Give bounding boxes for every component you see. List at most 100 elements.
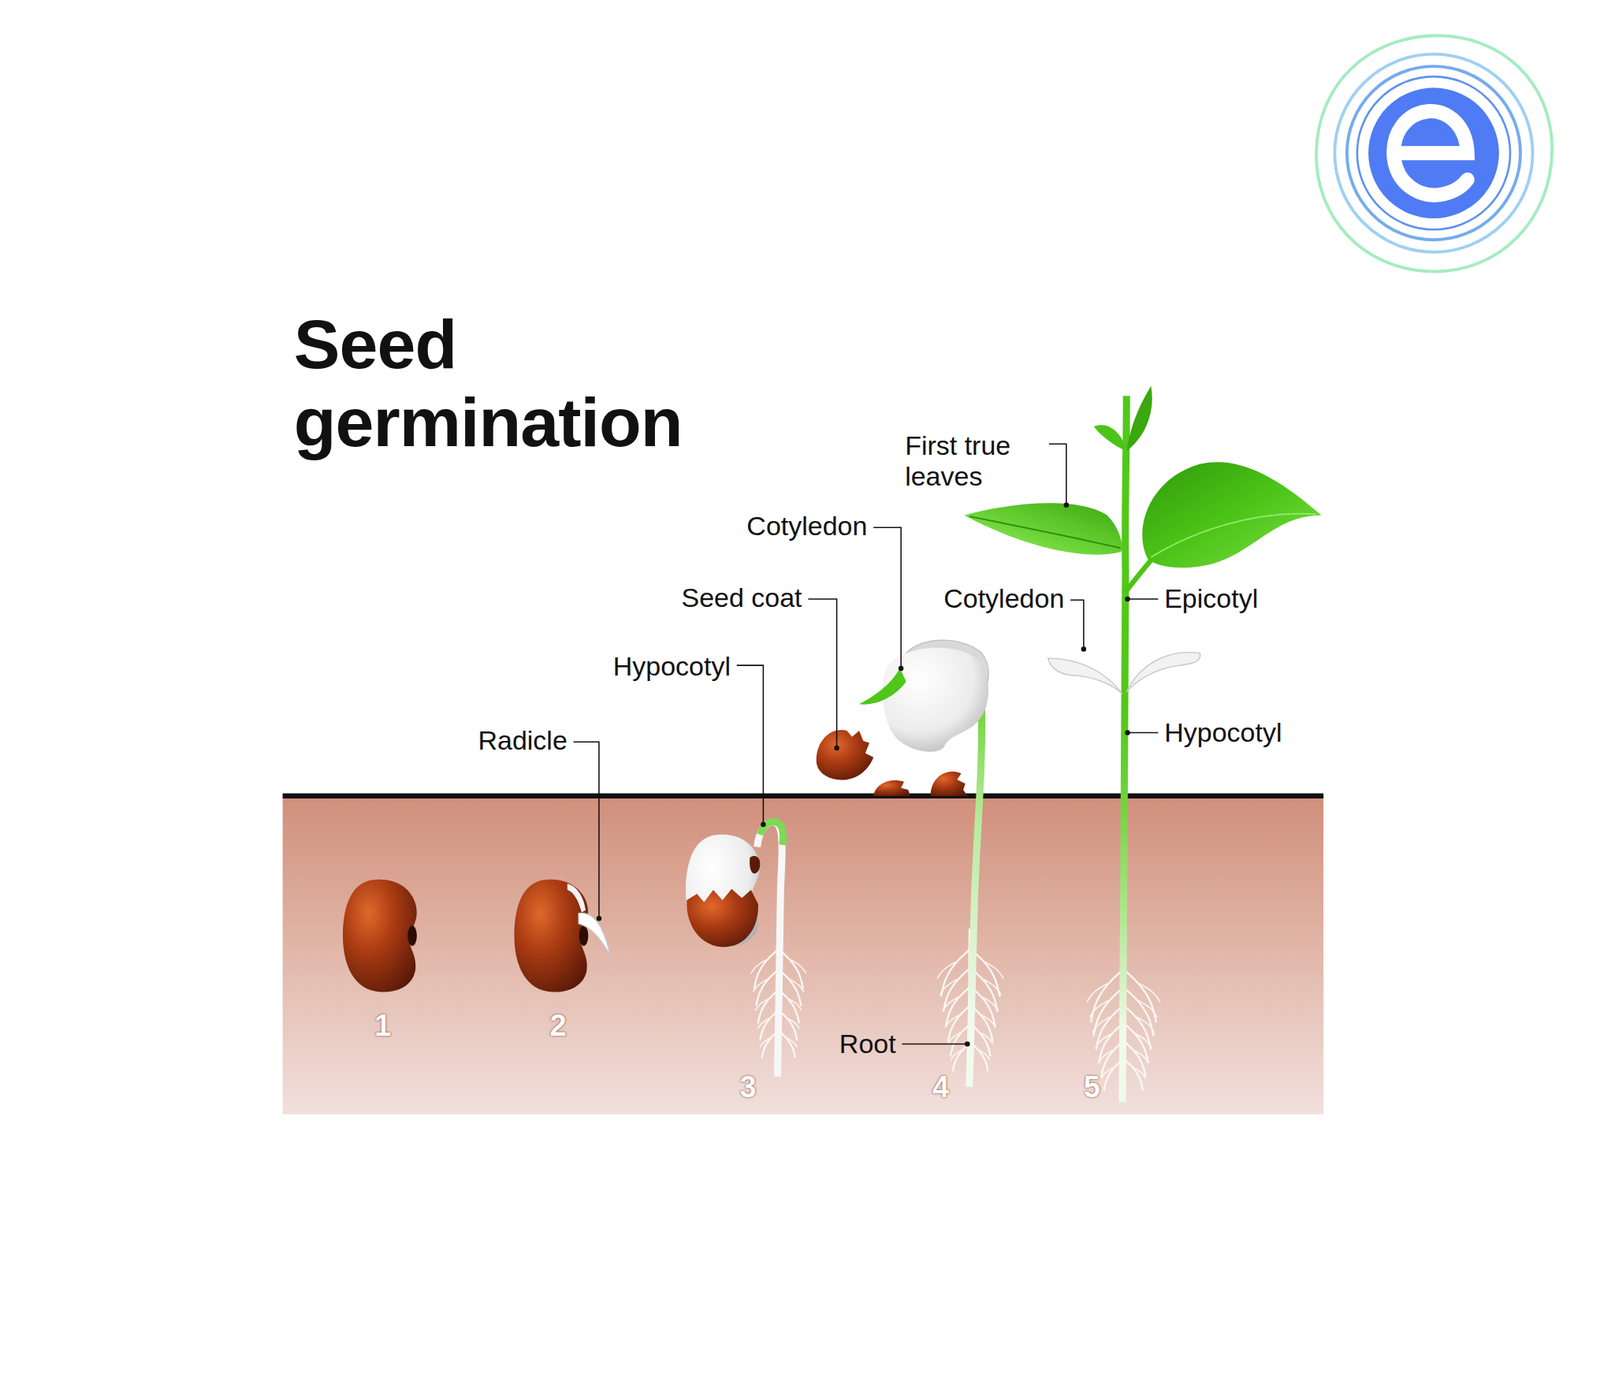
- root-system: [983, 979, 1001, 995]
- root-system: [980, 1032, 994, 1044]
- part-label: Cotyledon: [746, 510, 867, 542]
- root-system: [759, 1038, 771, 1048]
- seed-coat-fragments: [930, 771, 968, 797]
- leader-dot: [1124, 596, 1130, 602]
- root-system: [1095, 1034, 1112, 1049]
- leader-line: [736, 665, 764, 825]
- leader-dot: [1064, 502, 1069, 508]
- root-system: [1092, 1016, 1110, 1033]
- bean-seed-radicle: [514, 879, 611, 993]
- logo: [1357, 76, 1511, 230]
- bean-seed-radicle: [567, 883, 586, 912]
- root-system: [751, 928, 1161, 1102]
- part-label: Hypocotyl: [1164, 717, 1282, 748]
- seedling-cotyledons: [969, 703, 983, 1087]
- root-system: [755, 998, 768, 1011]
- logo: [1368, 87, 1500, 219]
- leader-dot: [833, 745, 839, 751]
- leader-line: [1127, 732, 1159, 734]
- part-label: Radicle: [477, 725, 567, 756]
- root-system: [786, 1038, 797, 1048]
- root-system: [1123, 1058, 1143, 1091]
- leader-line: [901, 1043, 968, 1046]
- seed-coat-fragments: [816, 729, 968, 797]
- germinating-seed: [749, 855, 760, 874]
- stage-number: 1: [374, 1010, 391, 1041]
- germinating-seed: [685, 834, 760, 948]
- logo: [1334, 54, 1533, 253]
- part-label: Seed coat: [680, 582, 802, 614]
- young-plant: [1126, 385, 1152, 451]
- part-label: Root: [839, 1028, 897, 1060]
- stage-number: 4: [932, 1071, 949, 1102]
- root-system: [1123, 987, 1154, 1037]
- root-system: [981, 1015, 996, 1028]
- seed-coat-fragments: [873, 780, 911, 797]
- bean-seed-radicle: [514, 879, 589, 993]
- root-system: [1137, 1016, 1155, 1033]
- leader-line: [573, 741, 600, 919]
- young-plant: [1150, 513, 1317, 558]
- germinating-seed: [686, 889, 759, 948]
- part-label: First true leaves: [904, 430, 1043, 492]
- leader-line: [1070, 599, 1084, 649]
- seedling-cotyledons: [859, 640, 989, 1087]
- root-system: [1134, 1050, 1149, 1064]
- root-system: [1135, 1034, 1152, 1049]
- leader-line: [573, 443, 1159, 1044]
- root-system: [789, 978, 804, 992]
- bean-seed-radicle: [579, 925, 589, 946]
- root-system: [945, 986, 971, 1027]
- logo: [1316, 35, 1552, 272]
- root-system: [950, 1049, 962, 1061]
- root-system: [1139, 983, 1161, 1002]
- young-plant: [1048, 658, 1124, 694]
- root-system: [945, 1015, 960, 1028]
- leader-dot: [964, 1041, 970, 1046]
- germinating-seed: [685, 834, 760, 948]
- logo: [1393, 111, 1467, 195]
- seedling-cotyledons: [882, 647, 990, 752]
- root-system: [978, 1049, 990, 1061]
- leader-dot: [760, 822, 766, 827]
- root-system: [788, 1018, 800, 1029]
- leader-dot: [596, 502, 1131, 1047]
- young-plant: [1142, 461, 1321, 568]
- logo: [1316, 35, 1552, 272]
- leader-line: [1049, 443, 1067, 506]
- root-system: [790, 960, 806, 974]
- leader-dot: [1081, 646, 1087, 652]
- root-system: [757, 1018, 770, 1029]
- root-system: [1090, 969, 1124, 1023]
- logo: [1346, 66, 1521, 240]
- illustration: [282, 35, 1553, 1115]
- bean-seed: [342, 879, 417, 993]
- root-system: [788, 998, 802, 1011]
- root-system: [1138, 1000, 1158, 1017]
- part-label: Hypocotyl: [613, 651, 731, 682]
- diagram-title: Seed germination: [293, 305, 783, 462]
- root-system: [940, 979, 957, 995]
- young-plant: [1122, 395, 1127, 1102]
- root-system: [948, 1032, 961, 1044]
- young-plant: [963, 502, 1123, 555]
- leader-line: [807, 599, 837, 748]
- root-system: [753, 978, 768, 992]
- root-system: [1090, 1000, 1109, 1017]
- root-system: [982, 997, 999, 1012]
- bean-seed: [342, 879, 417, 993]
- young-plant: [969, 516, 1121, 548]
- part-label: Epicotyl: [1164, 583, 1258, 614]
- leader-line: [1127, 598, 1159, 600]
- stage-number: 3: [739, 1071, 756, 1102]
- germinating-seed: [757, 822, 783, 1077]
- germinating-seed: [760, 821, 784, 845]
- root-system: [1098, 1050, 1113, 1064]
- root-system: [1133, 1067, 1147, 1079]
- leader-line: [873, 527, 901, 669]
- root-system: [1101, 1067, 1114, 1079]
- root-system: [1086, 983, 1108, 1002]
- part-label: Cotyledon: [943, 583, 1065, 614]
